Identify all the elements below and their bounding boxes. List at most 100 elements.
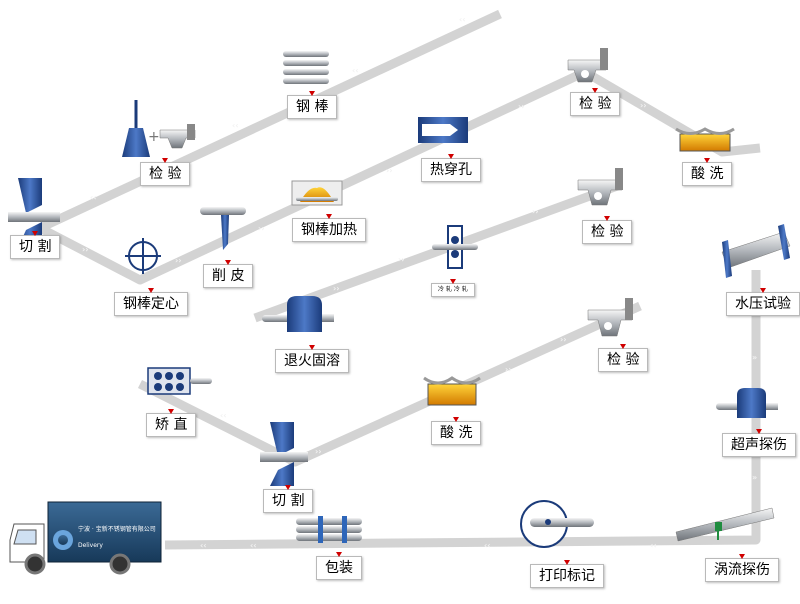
label-text: 打印标记: [539, 568, 595, 584]
svg-text:»: »: [752, 473, 757, 482]
svg-text:››: ››: [333, 284, 340, 293]
label-text: 冷 轧 冷 轧: [438, 286, 468, 293]
marking-printer-icon: [520, 500, 594, 548]
label-text: 退火固溶: [284, 353, 340, 369]
tick-marker: [604, 216, 611, 221]
label-text: 热穿孔: [430, 162, 472, 178]
svg-text:‹‹: ‹‹: [352, 66, 359, 75]
caliper-gauge-icon-4: [587, 298, 633, 337]
tick-marker: [309, 91, 316, 96]
caliper-gauge-icon-3: [577, 168, 623, 206]
label-inspect-1: 检 验: [140, 158, 191, 186]
packaged-bundle-icon: [296, 516, 362, 543]
label-pickling-2: 酸 洗: [431, 417, 482, 445]
label-inspect-3: 检 验: [582, 216, 633, 244]
svg-text:‹‹: ‹‹: [484, 541, 491, 550]
label-cut-2: 切 割: [263, 485, 314, 513]
conveyor-tracks: [37, 9, 761, 550]
label-text: 检 验: [591, 224, 624, 240]
label-peeling: 削 皮: [203, 260, 254, 288]
eddy-current-test-icon: [675, 507, 775, 542]
inspection-flask-icon: +: [122, 100, 196, 157]
tick-marker: [592, 88, 599, 93]
label-eddy-current-test: 涡流探伤: [705, 554, 779, 582]
tick-marker: [620, 344, 627, 349]
svg-text:››: ››: [258, 224, 265, 233]
tick-marker: [326, 214, 332, 219]
label-text: 检 验: [149, 166, 182, 182]
tick-marker: [756, 429, 762, 434]
truck-company-text: 宁波 · 宝新不锈钢管有限公司: [78, 525, 156, 533]
track-row-3: [253, 180, 622, 323]
label-cut-1: 切 割: [10, 231, 61, 259]
label-cold-rolling: 冷 轧 冷 轧: [431, 279, 475, 297]
tick-marker: [168, 409, 175, 414]
heating-furnace-icon: [291, 180, 343, 206]
track-row-1: [38, 9, 502, 233]
label-text: 酸 洗: [440, 425, 473, 441]
centering-crosshair-icon: [125, 238, 161, 274]
label-text: 钢棒定心: [123, 296, 179, 312]
label-steel-rod: 钢 棒: [287, 91, 338, 119]
label-text: 检 验: [607, 352, 640, 368]
svg-text:‹‹: ‹‹: [200, 541, 207, 550]
svg-text:‹‹: ‹‹: [90, 193, 97, 202]
svg-text:››: ››: [532, 207, 539, 216]
label-ultrasonic-test: 超声探伤: [722, 429, 796, 457]
svg-text:‹‹: ‹‹: [220, 411, 227, 420]
label-inspect-4: 检 验: [598, 344, 649, 372]
svg-text:‹‹: ‹‹: [232, 121, 239, 130]
label-text: 超声探伤: [731, 437, 787, 453]
svg-text:››: ››: [82, 245, 89, 254]
pickling-tank-icon-1: [675, 127, 735, 152]
label-text: 包装: [325, 560, 353, 576]
tick-marker: [448, 154, 454, 159]
tick-marker: [225, 260, 232, 265]
label-text: 酸 洗: [691, 166, 724, 182]
svg-text:››: ››: [315, 447, 322, 456]
track-row-4: [137, 301, 642, 467]
tick-marker: [309, 345, 315, 350]
svg-text:››: ››: [640, 101, 647, 110]
svg-text:»: »: [752, 353, 757, 362]
svg-text:››: ››: [398, 255, 405, 264]
tick-marker: [162, 158, 169, 163]
cold-rolling-mill-icon: [432, 225, 478, 269]
label-hot-piercing: 热穿孔: [421, 154, 481, 182]
svg-text:››: ››: [518, 102, 525, 111]
label-text: 削 皮: [212, 268, 245, 284]
tick-marker: [336, 552, 342, 557]
label-rod-heating: 钢棒加热: [292, 214, 366, 242]
svg-text:‹‹: ‹‹: [459, 15, 466, 24]
direction-chevrons: ‹‹ ‹‹ ‹‹ ‹‹ ›› ›› ›› ›› ›› ›› ›› ›› ›› ‹…: [82, 15, 757, 550]
hydrostatic-test-icon: [721, 224, 791, 278]
label-annealing: 退火固溶: [275, 345, 349, 373]
track-row-5: [164, 270, 761, 550]
tick-marker: [32, 231, 39, 236]
tick-marker: [449, 279, 456, 284]
label-marking: 打印标记: [530, 560, 604, 588]
tick-marker: [285, 485, 292, 490]
tick-marker: [453, 417, 460, 422]
label-text: 切 割: [272, 493, 305, 509]
svg-text:››: ››: [175, 256, 182, 265]
svg-text:››: ››: [386, 166, 393, 175]
tick-marker: [739, 554, 745, 559]
label-rod-centering: 钢棒定心: [114, 288, 188, 316]
label-text: 矫 直: [155, 417, 188, 433]
svg-text:››: ››: [560, 335, 567, 344]
ultrasonic-test-icon: [716, 388, 778, 418]
tick-marker: [704, 158, 711, 163]
label-inspect-2: 检 验: [570, 88, 621, 116]
peeling-tool-icon: [200, 207, 246, 250]
pickling-tank-icon-2: [423, 376, 481, 406]
svg-text:››: ››: [505, 365, 512, 374]
truck-delivery-text: Delivery: [78, 542, 103, 549]
label-text: 切 割: [19, 239, 52, 255]
label-pickling-1: 酸 洗: [682, 158, 733, 186]
tick-marker: [760, 288, 766, 293]
label-hydrostatic-test: 水压试验: [726, 288, 800, 316]
svg-text:‹‹: ‹‹: [650, 541, 657, 550]
